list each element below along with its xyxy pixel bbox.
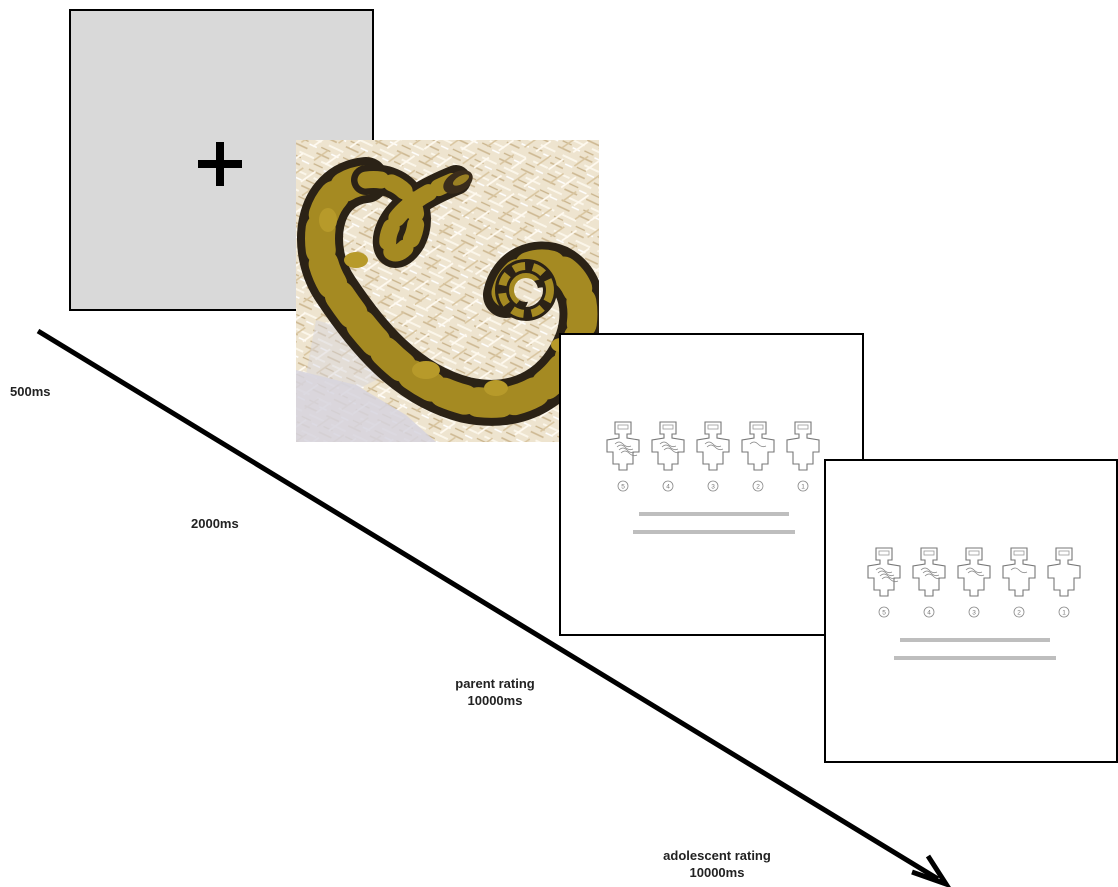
sam-value-label: 1: [801, 484, 805, 491]
sam-value-label: 2: [1017, 610, 1021, 617]
sam-number-circle: [1058, 606, 1070, 618]
sam-manikin-icon: [957, 547, 991, 597]
sam-number-circle: [617, 480, 629, 492]
sam-manikin-icon: [912, 547, 946, 597]
parent-rating-duration: 10000ms: [467, 693, 523, 708]
emotional-picture-snake: [296, 140, 599, 442]
rating-instruction-line-1: [601, 511, 826, 519]
sam-manikin-icon: [1047, 547, 1081, 597]
sam-number-circle: [878, 606, 890, 618]
sam-manikin-icon: [606, 421, 640, 471]
sam-value-label: 1: [1062, 610, 1066, 617]
sam-manikin-icon: [1002, 547, 1036, 597]
adolescent-rating-label: adolescent rating 10000ms: [646, 847, 788, 881]
sam-value-label: 3: [711, 484, 715, 491]
parent-rating-label: parent rating 10000ms: [444, 675, 546, 709]
sam-number-circle: [968, 606, 980, 618]
parent-rating-title: parent rating: [455, 676, 535, 691]
sam-value-label: 5: [621, 484, 625, 491]
sam-number-circle: [923, 606, 935, 618]
sam-number-circle: [1013, 606, 1025, 618]
sam-value-label: 3: [972, 610, 976, 617]
rating-instruction-line-2: [601, 529, 826, 537]
sam-rating-scale: 5 4 3 2 1: [606, 421, 820, 492]
sam-value-label: 5: [882, 610, 886, 617]
adolescent-rating-screen: 5 4 3 2 1: [824, 459, 1118, 763]
rating-instruction-line-2: [862, 655, 1087, 663]
parent-rating-screen: 5 4 3 2 1: [559, 333, 864, 636]
sam-manikin-icon: [867, 547, 901, 597]
sam-manikin-icon: [741, 421, 775, 471]
snake-image: [296, 140, 599, 442]
sam-number-circle: [752, 480, 764, 492]
fixation-duration-label: 500ms: [10, 384, 51, 399]
sam-manikin-icon: [786, 421, 820, 471]
sam-value-label: 2: [756, 484, 760, 491]
sam-value-label: 4: [927, 610, 931, 617]
sam-manikin-icon: [651, 421, 685, 471]
sam-number-circle: [797, 480, 809, 492]
picture-duration-label: 2000ms: [191, 516, 239, 531]
fixation-cross-icon: [198, 142, 242, 186]
adolescent-rating-title: adolescent rating: [663, 848, 771, 863]
sam-rating-scale: 5 4 3 2 1: [867, 547, 1081, 618]
sam-manikin-icon: [696, 421, 730, 471]
rating-instruction-line-1: [862, 637, 1087, 645]
adolescent-rating-duration: 10000ms: [689, 865, 745, 880]
sam-number-circle: [662, 480, 674, 492]
sam-number-circle: [707, 480, 719, 492]
sam-value-label: 4: [666, 484, 670, 491]
